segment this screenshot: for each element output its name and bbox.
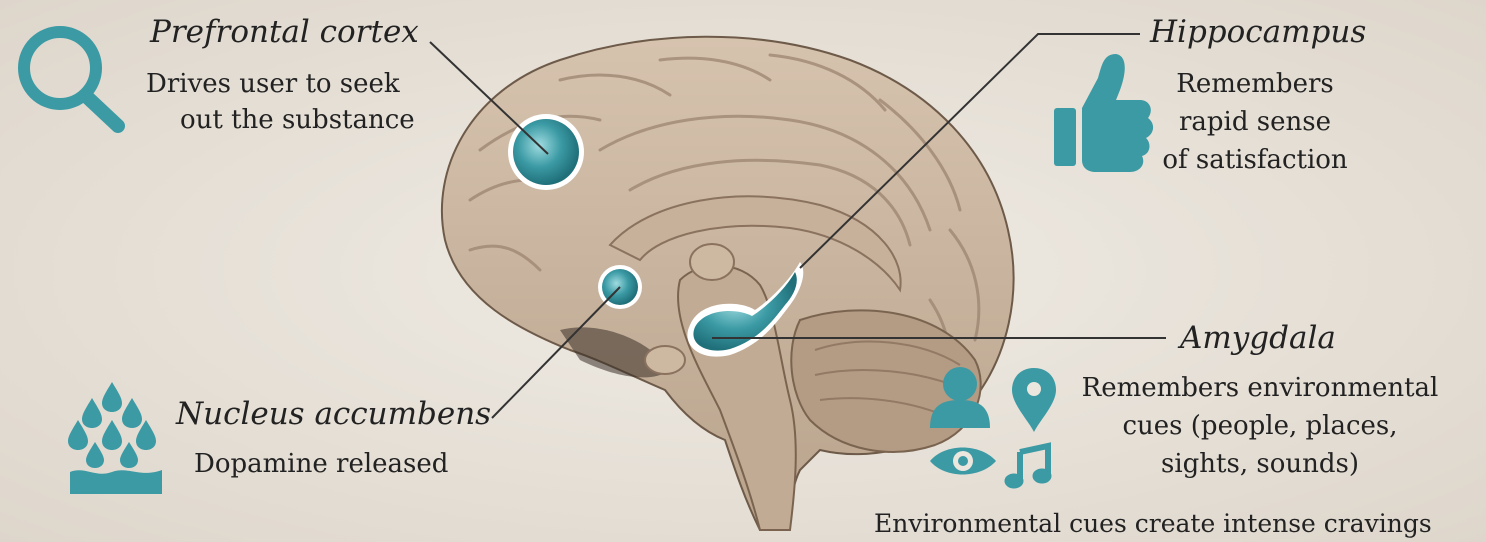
- prefrontal-title: Prefrontal cortex: [150, 14, 419, 50]
- footer-caption: Environmental cues create intense cravin…: [874, 508, 1432, 540]
- amygdala-desc-line1: Remembers environmental: [1060, 372, 1460, 404]
- prefrontal-desc-line2: out the substance: [180, 104, 415, 136]
- amygdala-desc-line3: sights, sounds): [1060, 448, 1460, 480]
- amygdala-title: Amygdala: [1180, 320, 1336, 356]
- hippocampus-desc-line1: Remembers: [1140, 68, 1370, 100]
- prefrontal-desc-line1: Drives user to seek: [146, 68, 400, 100]
- hippocampus-desc-line2: rapid sense: [1140, 106, 1370, 138]
- nucleus-title: Nucleus accumbens: [176, 396, 491, 432]
- hippocampus-title: Hippocampus: [1150, 14, 1366, 50]
- nucleus-desc: Dopamine released: [194, 448, 448, 480]
- hippocampus-desc-line3: of satisfaction: [1140, 144, 1370, 176]
- amygdala-desc-line2: cues (people, places,: [1060, 410, 1460, 442]
